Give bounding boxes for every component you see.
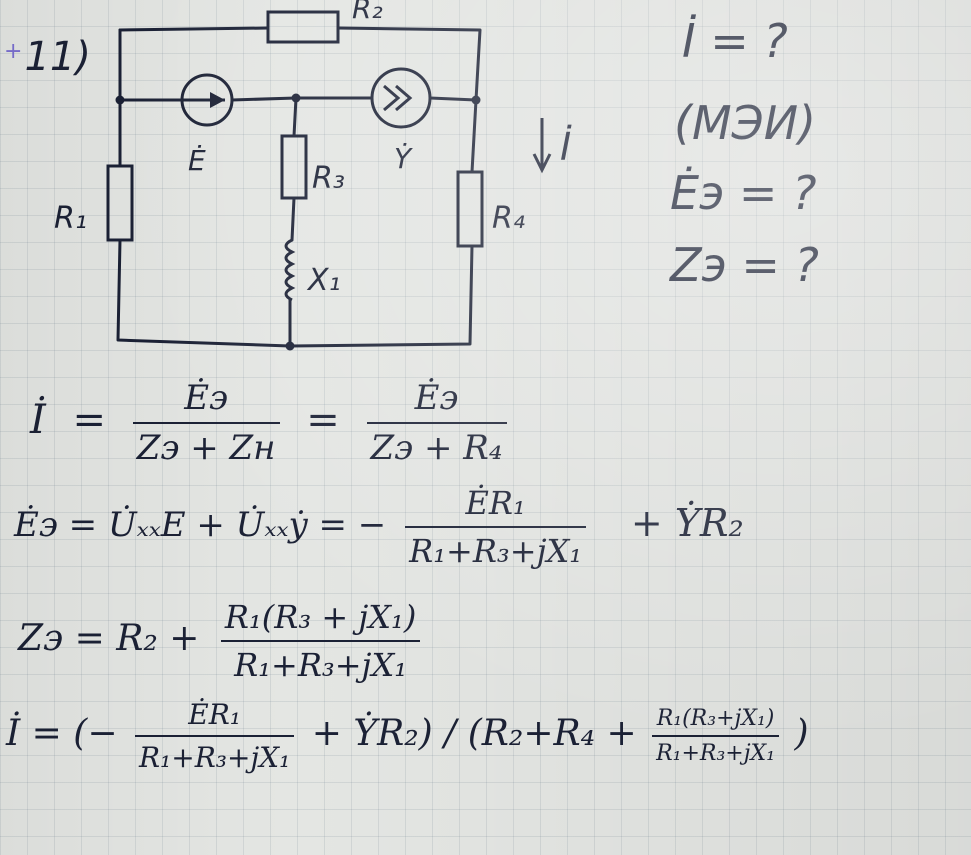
f4-frac2: R₁(R₃+jX₁) R₁+R₃+jX₁ [652,706,780,766]
problem-number: +11) [4,34,91,80]
problem-marker: + [4,39,23,64]
f1-eq2: = [306,397,340,443]
f3-lhs: Zэ = R₂ + [18,618,200,659]
label-x1: X₁ [306,263,341,298]
method-note: (МЭИ) [674,96,817,150]
label-current-arrow: İ [560,125,572,169]
f4-frac-den: R₁+R₃+jX₁ [138,741,291,774]
f3-frac-num: R₁(R₃ + jX₁) [220,598,421,642]
f1-frac2: Ėэ Zэ + R₄ [366,378,507,468]
unknown-emf: Ėэ = ? [670,166,817,220]
label-r1: R₁ [54,201,87,236]
formula-final-current: İ = (− ĖR₁ R₁+R₃+jX₁ + ẎR₂) / (R₂+R₄ + R… [6,698,809,774]
f1-frac1-num: Ėэ [132,378,280,424]
f1-frac1: Ėэ Zэ + Zн [132,378,280,468]
label-emf: Ė [188,144,206,177]
f1-frac2-num: Ėэ [366,378,507,424]
label-current-source: Ẏ [394,142,413,175]
formula-equivalent-emf: Ėэ = U̇ₓₓE + U̇ₓₓẏ = − ĖR₁ R₁+R₃+jX₁ + Ẏ… [14,484,744,570]
f4-lhs: İ = (− [6,713,118,754]
f4-mid: + ẎR₂) / (R₂+R₄ + [311,713,637,754]
label-r4: R₄ [492,201,525,236]
top-wire [118,26,482,102]
formula-equivalent-impedance: Zэ = R₂ + R₁(R₃ + jX₁) R₁+R₃+jX₁ [18,598,421,684]
node-bottom [285,341,295,351]
node-middle [291,93,301,103]
right-branch-wire [288,98,478,348]
f2-frac-den: R₁+R₃+jX₁ [409,532,583,570]
node-right [471,95,481,105]
f1-lhs: İ [30,397,46,443]
f2-tail: + ẎR₂ [630,501,744,545]
resistor-r2 [266,10,340,44]
f2-frac: ĖR₁ R₁+R₃+jX₁ [405,484,587,570]
f1-frac2-den: Zэ + R₄ [370,428,503,468]
resistor-r1 [106,164,134,242]
resistor-r4 [456,170,484,248]
f4-close: ) [794,713,809,754]
problem-number-text: 11) [24,34,91,80]
current-arrow [532,118,552,174]
unknown-impedance: Zэ = ? [670,238,819,292]
f4-frac2-den: R₁+R₃+jX₁ [656,741,776,766]
f1-frac1-den: Zэ + Zн [136,428,276,468]
label-r3: R₃ [312,161,345,196]
node-left [115,95,125,105]
inductor-x1 [284,238,296,302]
middle-branch-wire [288,96,298,348]
f2-frac-num: ĖR₁ [405,484,587,528]
f3-frac: R₁(R₃ + jX₁) R₁+R₃+jX₁ [220,598,421,684]
emf-source [180,73,234,127]
left-branch-wire [116,98,292,348]
f2-lhs: Ėэ = U̇ₓₓE + U̇ₓₓẏ = − [14,505,387,545]
f3-frac-den: R₁+R₃+jX₁ [234,646,408,684]
circuit-diagram: R₂ R₁ R₃ R₄ X₁ Ė Ẏ İ [54,0,572,351]
resistor-r3 [280,134,308,200]
label-r2: R₂ [352,0,383,25]
f4-frac-num: ĖR₁ [134,698,295,737]
unknown-current: İ = ? [682,14,788,68]
f1-eq: = [72,397,107,443]
current-source [370,67,432,129]
f4-frac2-num: R₁(R₃+jX₁) [652,706,780,737]
f4-frac: ĖR₁ R₁+R₃+jX₁ [134,698,295,774]
formula-current: İ = Ėэ Zэ + Zн = Ėэ Zэ + R₄ [30,378,507,468]
